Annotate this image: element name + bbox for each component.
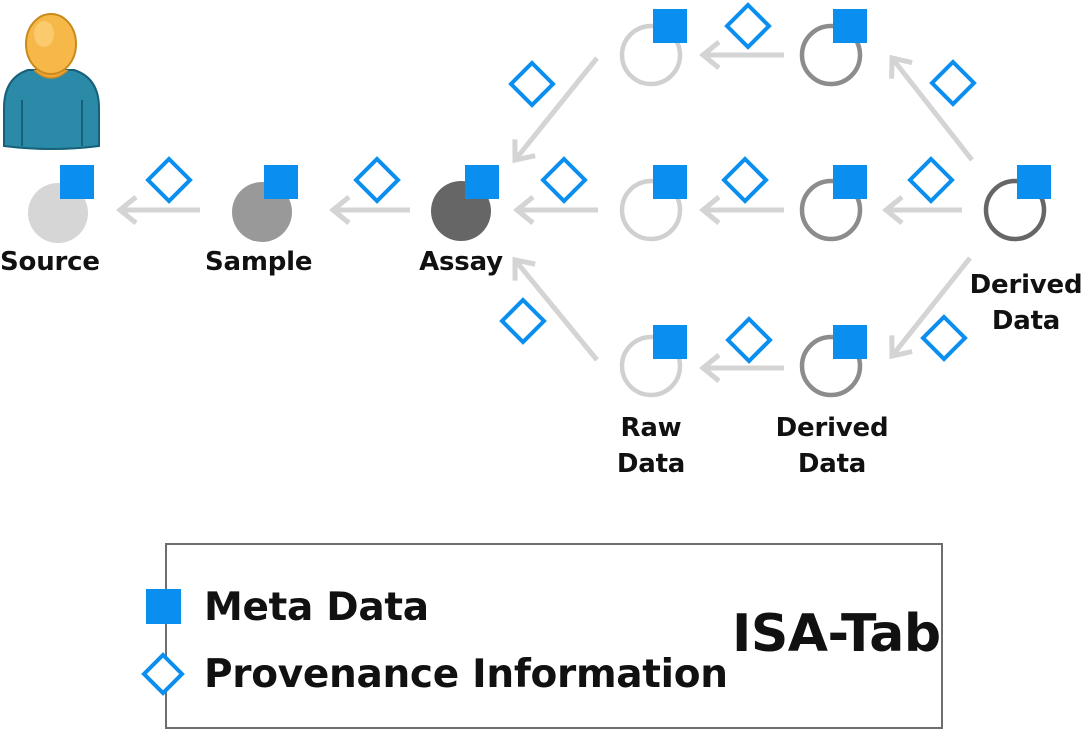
badges-layer	[60, 2, 1051, 364]
label-raw-data-line2: Data	[616, 449, 686, 479]
label-derived-bottom-line2: Data	[797, 449, 867, 479]
provenance-sample-source-icon	[145, 156, 193, 204]
label-sample: Sample	[205, 247, 313, 277]
label-derived-data-right: Derived Data	[966, 267, 1081, 339]
derived-data-top-node	[799, 23, 863, 87]
source-metadata-icon	[60, 165, 94, 199]
arrow-derived-middle-to-raw-middle	[699, 195, 784, 225]
arrow-derived-right-to-derived-middle	[882, 195, 962, 225]
label-assay: Assay	[419, 247, 503, 277]
provenance-raw-bottom-assay-icon	[499, 297, 547, 345]
metadata-square-icon	[146, 589, 181, 624]
raw-data-middle-node	[619, 178, 683, 242]
sample-metadata-icon	[264, 165, 298, 199]
provenance-derived-right-bottom-icon	[920, 314, 968, 362]
arrow-derived-right-to-derived-top	[889, 54, 974, 162]
label-raw-data: Raw Data	[605, 410, 697, 482]
label-derived-right-line1: Derived	[969, 270, 1081, 300]
user-head-highlight	[34, 21, 54, 47]
arrow-raw-bottom-to-assay	[512, 256, 599, 362]
legend-title: ISA-Tab	[732, 604, 941, 664]
raw-data-top-node	[619, 23, 683, 87]
derived-data-right-metadata-icon	[1017, 165, 1051, 199]
derived-data-middle-metadata-icon	[833, 165, 867, 199]
legend-box	[165, 543, 943, 729]
derived-data-bottom-metadata-icon	[833, 325, 867, 359]
label-source: Source	[0, 247, 100, 277]
raw-data-bottom-node	[619, 334, 683, 398]
raw-data-bottom-metadata-icon	[653, 325, 687, 359]
user-icon	[3, 13, 100, 150]
derived-data-top-metadata-icon	[833, 9, 867, 43]
label-derived-data-bottom: Derived Data	[772, 410, 892, 482]
arrows-layer	[116, 40, 974, 383]
arrow-derived-right-to-derived-bottom	[889, 256, 972, 360]
provenance-assay-sample-icon	[353, 156, 401, 204]
provenance-derived-right-middle-icon	[907, 156, 955, 204]
provenance-derived-bottom-raw-icon	[725, 316, 773, 364]
provenance-derived-right-top-icon	[929, 59, 977, 107]
provenance-raw-middle-assay-icon	[540, 156, 588, 204]
arrow-derived-bottom-to-raw-bottom	[699, 353, 784, 383]
arrow-derived-top-to-raw-top	[699, 40, 784, 70]
label-raw-data-line1: Raw	[620, 413, 682, 443]
provenance-derived-middle-raw-icon	[721, 156, 769, 204]
label-derived-right-line2: Data	[991, 306, 1061, 336]
user-head	[25, 13, 77, 75]
legend-metadata-label: Meta Data	[204, 585, 429, 630]
raw-data-top-metadata-icon	[653, 9, 687, 43]
arrow-assay-to-sample	[329, 195, 410, 225]
provenance-diamond-icon	[141, 652, 185, 696]
user-shirt	[3, 69, 100, 150]
assay-metadata-icon	[465, 165, 499, 199]
raw-data-middle-metadata-icon	[653, 165, 687, 199]
arrow-raw-top-to-assay	[512, 56, 599, 164]
provenance-raw-top-assay-icon	[508, 60, 556, 108]
label-derived-bottom-line1: Derived	[775, 413, 889, 443]
derived-data-bottom-node	[799, 334, 863, 398]
derived-data-right-node	[983, 178, 1047, 242]
provenance-derived-top-raw-icon	[724, 2, 772, 50]
legend-provenance-label: Provenance Information	[204, 652, 728, 697]
arrow-raw-middle-to-assay	[513, 195, 598, 225]
arrow-sample-to-source	[116, 195, 200, 225]
derived-data-middle-node	[799, 178, 863, 242]
